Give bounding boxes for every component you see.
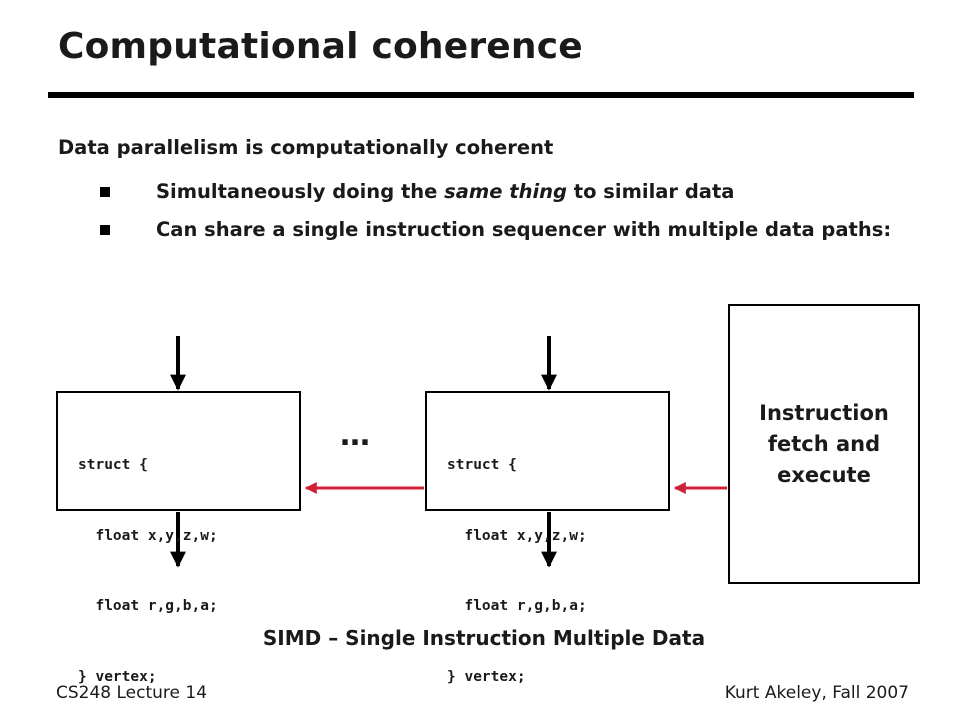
title-underline <box>48 92 914 98</box>
bullet-item: Can share a single instruction sequencer… <box>100 218 910 242</box>
lead-statement: Data parallelism is computationally cohe… <box>58 136 554 159</box>
square-bullet-icon <box>100 187 110 197</box>
code-line: struct { <box>447 457 517 473</box>
footer-course: CS248 Lecture 14 <box>56 683 208 703</box>
bullet-text-after: to similar data <box>567 180 735 203</box>
data-path-box-a: struct { float x,y,z,w; float r,g,b,a; }… <box>56 391 301 685</box>
instruction-sequencer-label: Instruction fetch and execute <box>759 400 889 487</box>
ellipsis: … <box>340 418 372 453</box>
diagram-caption: SIMD – Single Instruction Multiple Data <box>0 626 960 650</box>
bullet-text: Can share a single instruction sequencer… <box>156 218 892 241</box>
code-line: float r,g,b,a; <box>447 598 587 614</box>
instruction-sequencer-box: Instruction fetch and execute <box>728 304 920 584</box>
bullet-item: Simultaneously doing the same thing to s… <box>100 180 910 204</box>
slide-title: Computational coherence <box>58 26 583 67</box>
code-line: } vertex; <box>78 668 157 685</box>
code-line: float r,g,b,a; <box>78 598 218 614</box>
bullet-list: Simultaneously doing the same thing to s… <box>100 180 910 256</box>
code-line: float x,y,z,w; <box>447 527 587 544</box>
code-line: } vertex; <box>447 668 526 685</box>
data-path-box-b: struct { float x,y,z,w; float r,g,b,a; }… <box>425 391 670 685</box>
footer-author: Kurt Akeley, Fall 2007 <box>724 683 909 703</box>
square-bullet-icon <box>100 225 110 235</box>
code-line: struct { <box>78 457 148 473</box>
bullet-emphasis: same thing <box>444 180 567 203</box>
caption-text: SIMD – Single Instruction Multiple Data <box>262 626 706 650</box>
code-line: float x,y,z,w; <box>78 527 218 544</box>
bullet-text-before: Simultaneously doing the <box>156 180 445 203</box>
